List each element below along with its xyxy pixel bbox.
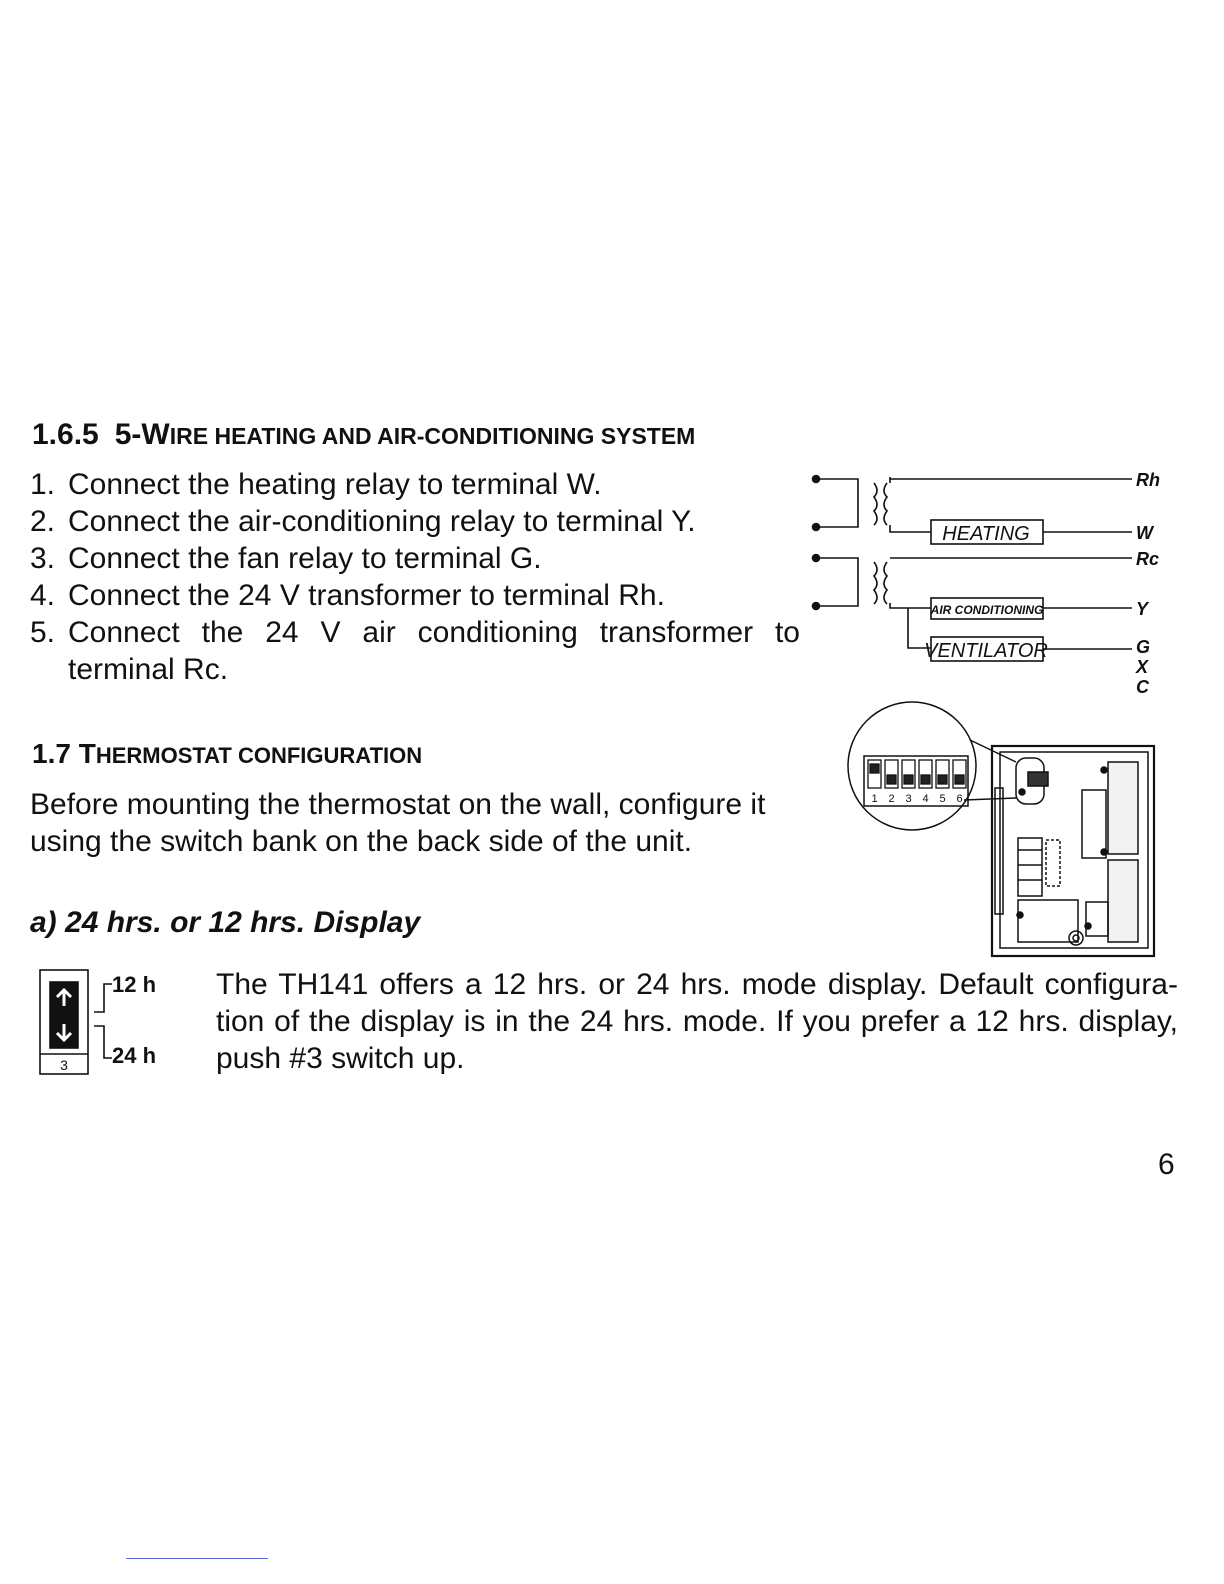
step-text: Connect the 24 V transformer to terminal… <box>68 579 665 612</box>
page-number: 6 <box>1158 1148 1175 1181</box>
terminal-rc: Rc <box>1136 549 1159 569</box>
switch-number: 2 <box>888 793 894 805</box>
dip-switch-bank <box>867 759 967 789</box>
switch-number: 3 <box>905 793 911 805</box>
terminal-w: W <box>1136 523 1155 543</box>
wiring-diagram: HEATING AIR CONDITIONING VENTILATOR Rh W… <box>811 470 1160 697</box>
terminal-x: X <box>1135 657 1149 677</box>
display-mode-paragraph: The TH141 offers a 12 hrs. or 24 hrs. mo… <box>216 966 1178 1077</box>
section-number: 1.6.5 <box>32 418 99 451</box>
step-item: 4. Connect the 24 V transformer to termi… <box>30 577 800 614</box>
step-number: 5. <box>30 616 56 649</box>
paragraph-line: push #3 switch up. <box>216 1042 465 1075</box>
terminal-y: Y <box>1136 599 1150 619</box>
arrow-up-icon <box>55 987 73 1006</box>
step-text: Connect the 24 V air conditioning transf… <box>68 616 800 686</box>
step-number: 4. <box>30 579 56 612</box>
arrow-down-icon <box>55 1024 73 1043</box>
switch-3-number: 3 <box>60 1057 68 1073</box>
step-text: Connect the air-conditioning relay to te… <box>68 505 696 538</box>
section-title-lead: 1.7 T <box>32 738 96 769</box>
switch-number: 5 <box>939 793 945 805</box>
step-text: Connect the heating relay to terminal W. <box>68 468 602 501</box>
ventilator-box-label: VENTILATOR <box>924 640 1048 662</box>
switch-number: 4 <box>922 793 928 805</box>
step-item: 5. Connect the 24 V air conditioning tra… <box>30 614 800 688</box>
heating-box-label: HEATING <box>942 523 1029 545</box>
label-24h: 24 h <box>112 1043 157 1068</box>
thermostat-back-illustration: 1 2 3 4 5 6 <box>847 701 1156 958</box>
step-number: 1. <box>30 468 56 501</box>
section-heading-1-7: 1.7 THERMOSTAT CONFIGURATION <box>32 738 422 770</box>
step-number: 3. <box>30 542 56 575</box>
section-heading-1-6-5: 1.6.5 5-WIRE HEATING AND AIR-CONDITIONING… <box>32 418 695 452</box>
step-text: Connect the fan relay to terminal G. <box>68 542 542 575</box>
switch-3-icon: 3 <box>39 969 89 1075</box>
footnote-rule <box>126 1558 268 1559</box>
terminal-g: G <box>1136 637 1150 657</box>
switch-position-brackets <box>94 983 112 1059</box>
section-title-rest: IRE HEATING AND AIR-CONDITIONING SYSTEM <box>169 423 696 449</box>
wiring-steps-list: 1. Connect the heating relay to terminal… <box>30 466 800 688</box>
paragraph-line: The TH141 offers a 12 hrs. or 24 hrs. mo… <box>216 968 1178 1001</box>
step-item: 2. Connect the air-conditioning relay to… <box>30 503 800 540</box>
step-item: 3. Connect the fan relay to terminal G. <box>30 540 800 577</box>
paragraph-line: tion of the display is in the 24 hrs. mo… <box>216 1005 1178 1038</box>
terminal-c: C <box>1136 677 1150 697</box>
section-title-rest: HERMOSTAT CONFIGURATION <box>95 743 423 768</box>
step-item: 1. Connect the heating relay to terminal… <box>30 466 800 503</box>
terminal-rh: Rh <box>1136 470 1160 490</box>
subsection-title: a) 24 hrs. or 12 hrs. Display <box>30 906 421 939</box>
switch-number: 1 <box>871 793 877 805</box>
section-title-lead: 5-W <box>114 418 170 451</box>
label-12h: 12 h <box>112 972 157 997</box>
configuration-paragraph: Before mounting the thermostat on the wa… <box>30 788 766 858</box>
air-conditioning-box-label: AIR CONDITIONING <box>930 603 1044 617</box>
step-number: 2. <box>30 505 56 538</box>
switch-number: 6 <box>956 793 962 805</box>
